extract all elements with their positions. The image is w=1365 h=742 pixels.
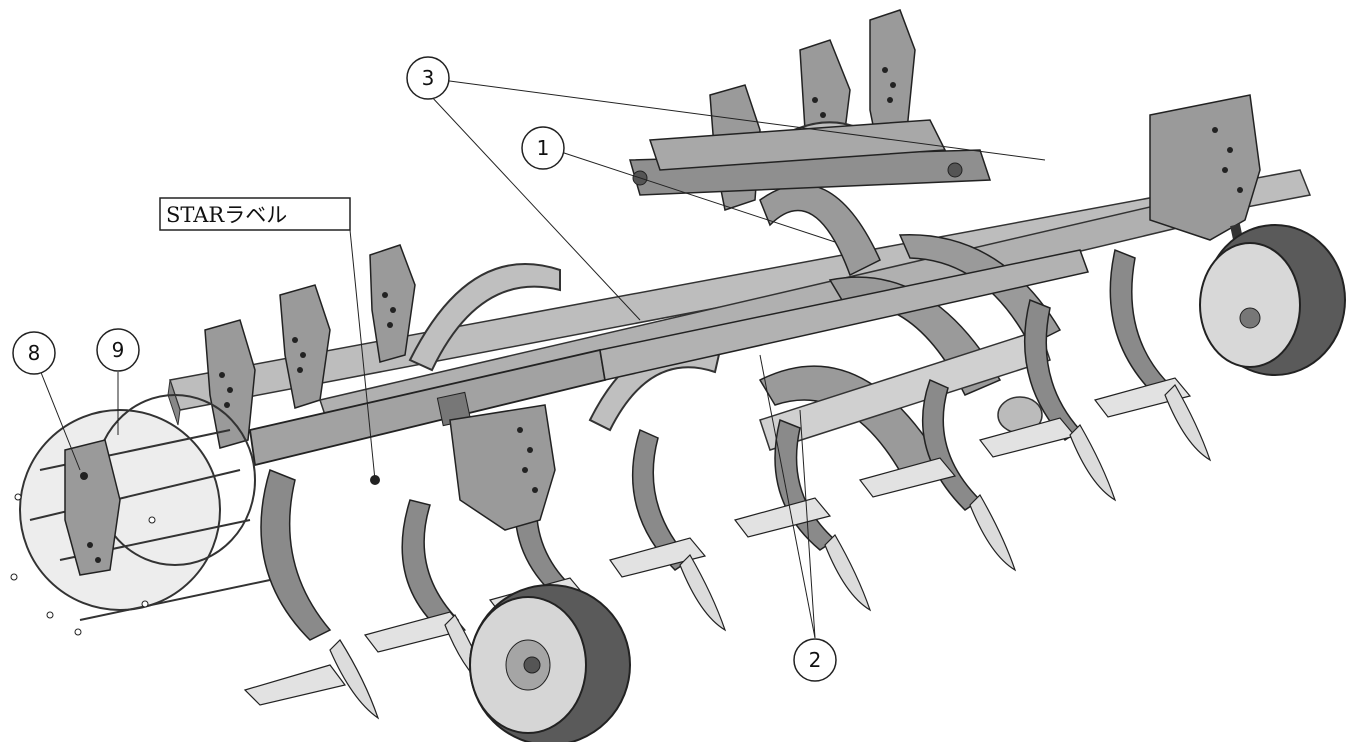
roller-shaft xyxy=(759,329,1051,451)
callout-1-text: 1 xyxy=(537,136,550,160)
callout-8: 8 xyxy=(12,331,56,375)
front-end-plate xyxy=(449,404,556,531)
callout-3: 3 xyxy=(406,56,450,100)
callout-2-text: 2 xyxy=(809,648,822,672)
star-label-box: STARラベル xyxy=(159,197,351,231)
roller-spokes-points xyxy=(10,493,156,636)
right-gauge-wheel xyxy=(1199,224,1346,376)
top-link-bar xyxy=(629,119,992,196)
callout-3-text: 3 xyxy=(422,66,435,90)
front-gauge-wheel xyxy=(469,584,631,742)
callout-8-text: 8 xyxy=(28,341,41,365)
left-roller-plate xyxy=(64,439,121,576)
callout-1: 1 xyxy=(521,126,565,170)
callout-9: 9 xyxy=(96,328,140,372)
callout-9-text: 9 xyxy=(112,338,125,362)
callout-2: 2 xyxy=(793,638,837,682)
star-label-text: STARラベル xyxy=(166,203,287,227)
front-main-beam xyxy=(248,249,1089,485)
leader-lines xyxy=(39,79,1046,639)
